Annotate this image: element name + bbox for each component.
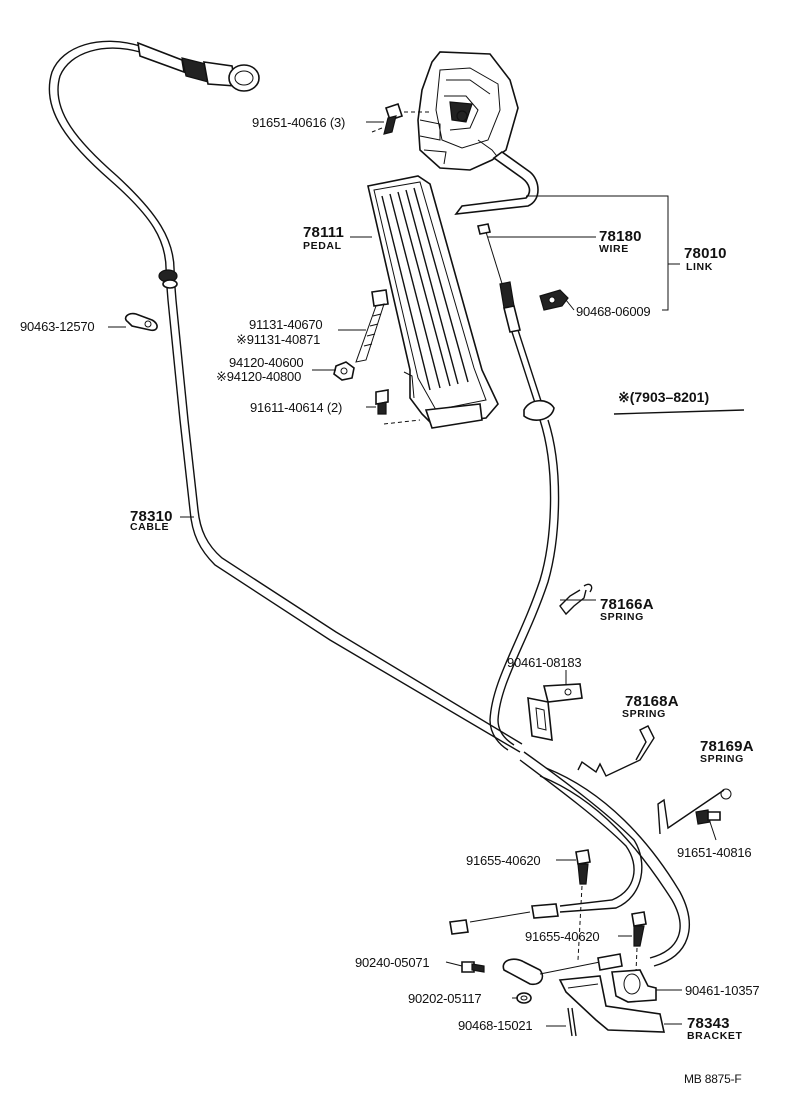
bracket-90461-08183-icon xyxy=(527,683,583,741)
label-91131-40670: 91131-40670 xyxy=(249,317,323,332)
label-90463-12570: 90463-12570 xyxy=(20,319,95,334)
clip-90463-icon xyxy=(124,312,158,332)
cotter-pin-90468-15021-icon xyxy=(567,1007,577,1037)
label-78343-name: BRACKET xyxy=(687,1030,743,1042)
label-91655-40620-upper: 91655-40620 xyxy=(466,853,541,868)
accelerator-pedal xyxy=(367,175,499,429)
label-78168a-name: SPRING xyxy=(622,708,666,720)
lower-cables xyxy=(449,751,690,967)
label-91131-40871: ※91131-40871 xyxy=(236,332,321,347)
label-90240-05071: 90240-05071 xyxy=(355,955,430,970)
leader-lines xyxy=(108,121,717,1027)
catalog-code: MB 8875-F xyxy=(684,1072,742,1086)
label-78180-name: WIRE xyxy=(599,243,629,255)
bolt-91651-40616-icon xyxy=(371,102,430,135)
pin-90202-icon xyxy=(516,992,532,1004)
clip-90468-06009-icon xyxy=(539,289,569,311)
throttle-wire xyxy=(477,223,560,751)
link-rod xyxy=(454,151,539,215)
label-90468-15021: 90468-15021 xyxy=(458,1018,533,1033)
pedal-bracket xyxy=(417,51,519,171)
label-90202-05117: 90202-05117 xyxy=(408,991,482,1006)
clamp-90461-10357-icon xyxy=(611,969,657,1003)
production-note: ※(7903–8201) xyxy=(618,389,710,405)
bolt-91651-40816-icon xyxy=(695,809,721,825)
label-91651-40616: 91651-40616 (3) xyxy=(252,115,346,130)
label-78010: 78010 xyxy=(684,245,727,262)
label-78111: 78111 xyxy=(303,224,345,241)
label-90461-10357: 90461-10357 xyxy=(685,983,760,998)
label-78111-name: PEDAL xyxy=(303,240,342,252)
label-78166a-name: SPRING xyxy=(600,611,644,623)
label-78310-name: CABLE xyxy=(130,521,170,533)
label-90461-08183: 90461-08183 xyxy=(507,655,582,670)
label-91651-40816: 91651-40816 xyxy=(677,845,752,860)
label-78169a-name: SPRING xyxy=(700,753,744,765)
label-78169a: 78169A xyxy=(700,738,754,755)
label-78343: 78343 xyxy=(687,1015,730,1032)
label-91655-40620-lower: 91655-40620 xyxy=(525,929,600,944)
label-91611-40614: 91611-40614 (2) xyxy=(250,400,343,415)
bracket-78343-icon xyxy=(558,975,666,1033)
bolt-91655-lower-icon xyxy=(631,911,647,973)
spring-78166a-icon xyxy=(559,583,593,616)
label-78166a: 78166A xyxy=(600,596,654,613)
label-78168a: 78168A xyxy=(625,693,679,710)
cable-clevis xyxy=(502,953,623,986)
spring-78169a-icon xyxy=(657,788,732,835)
bolt-91131-icon xyxy=(355,289,389,363)
spring-78168a-icon xyxy=(577,725,655,777)
label-78010-name: LINK xyxy=(686,261,713,273)
nut-94120-icon xyxy=(333,361,355,381)
label-94120-40800: ※94120-40800 xyxy=(216,369,302,384)
bolt-91655-upper-icon xyxy=(575,849,591,961)
hand-throttle-cable xyxy=(48,40,523,753)
bolt-91611-icon xyxy=(375,389,421,425)
clevis-pin-90240-icon xyxy=(461,961,485,973)
label-90468-06009: 90468-06009 xyxy=(576,304,651,319)
label-78180: 78180 xyxy=(599,228,642,245)
production-note-underline xyxy=(613,409,745,415)
label-94120-40600: 94120-40600 xyxy=(229,355,304,370)
label-78310: 78310 xyxy=(130,508,173,525)
